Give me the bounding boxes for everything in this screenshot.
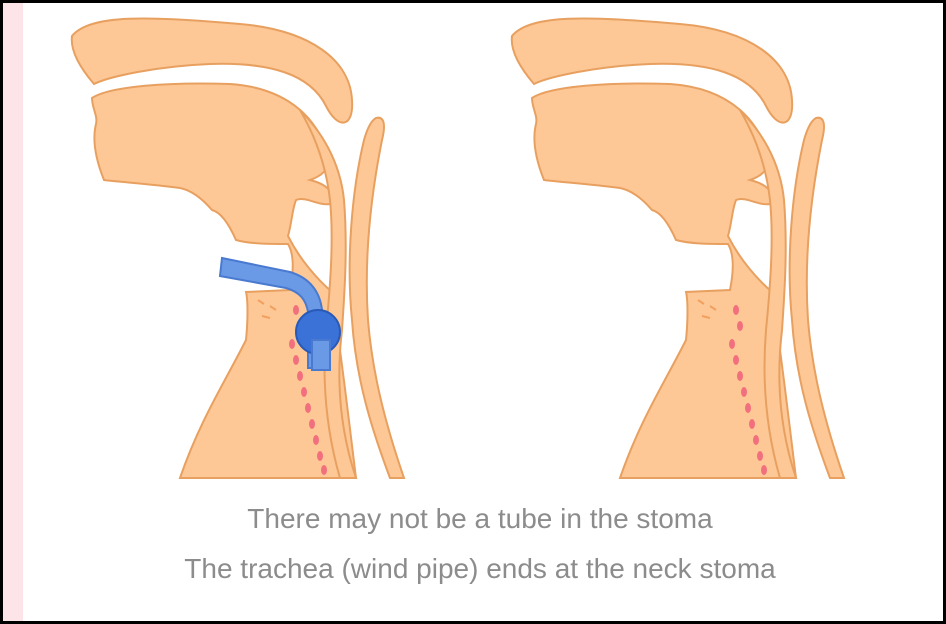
caption-line-2: The trachea (wind pipe) ends at the neck… xyxy=(20,552,940,586)
left-panel xyxy=(72,18,404,478)
right-head-profile xyxy=(512,18,844,478)
right-panel xyxy=(512,18,844,478)
caption-line-1: There may not be a tube in the stoma xyxy=(20,502,940,536)
left-head-profile xyxy=(72,18,404,478)
